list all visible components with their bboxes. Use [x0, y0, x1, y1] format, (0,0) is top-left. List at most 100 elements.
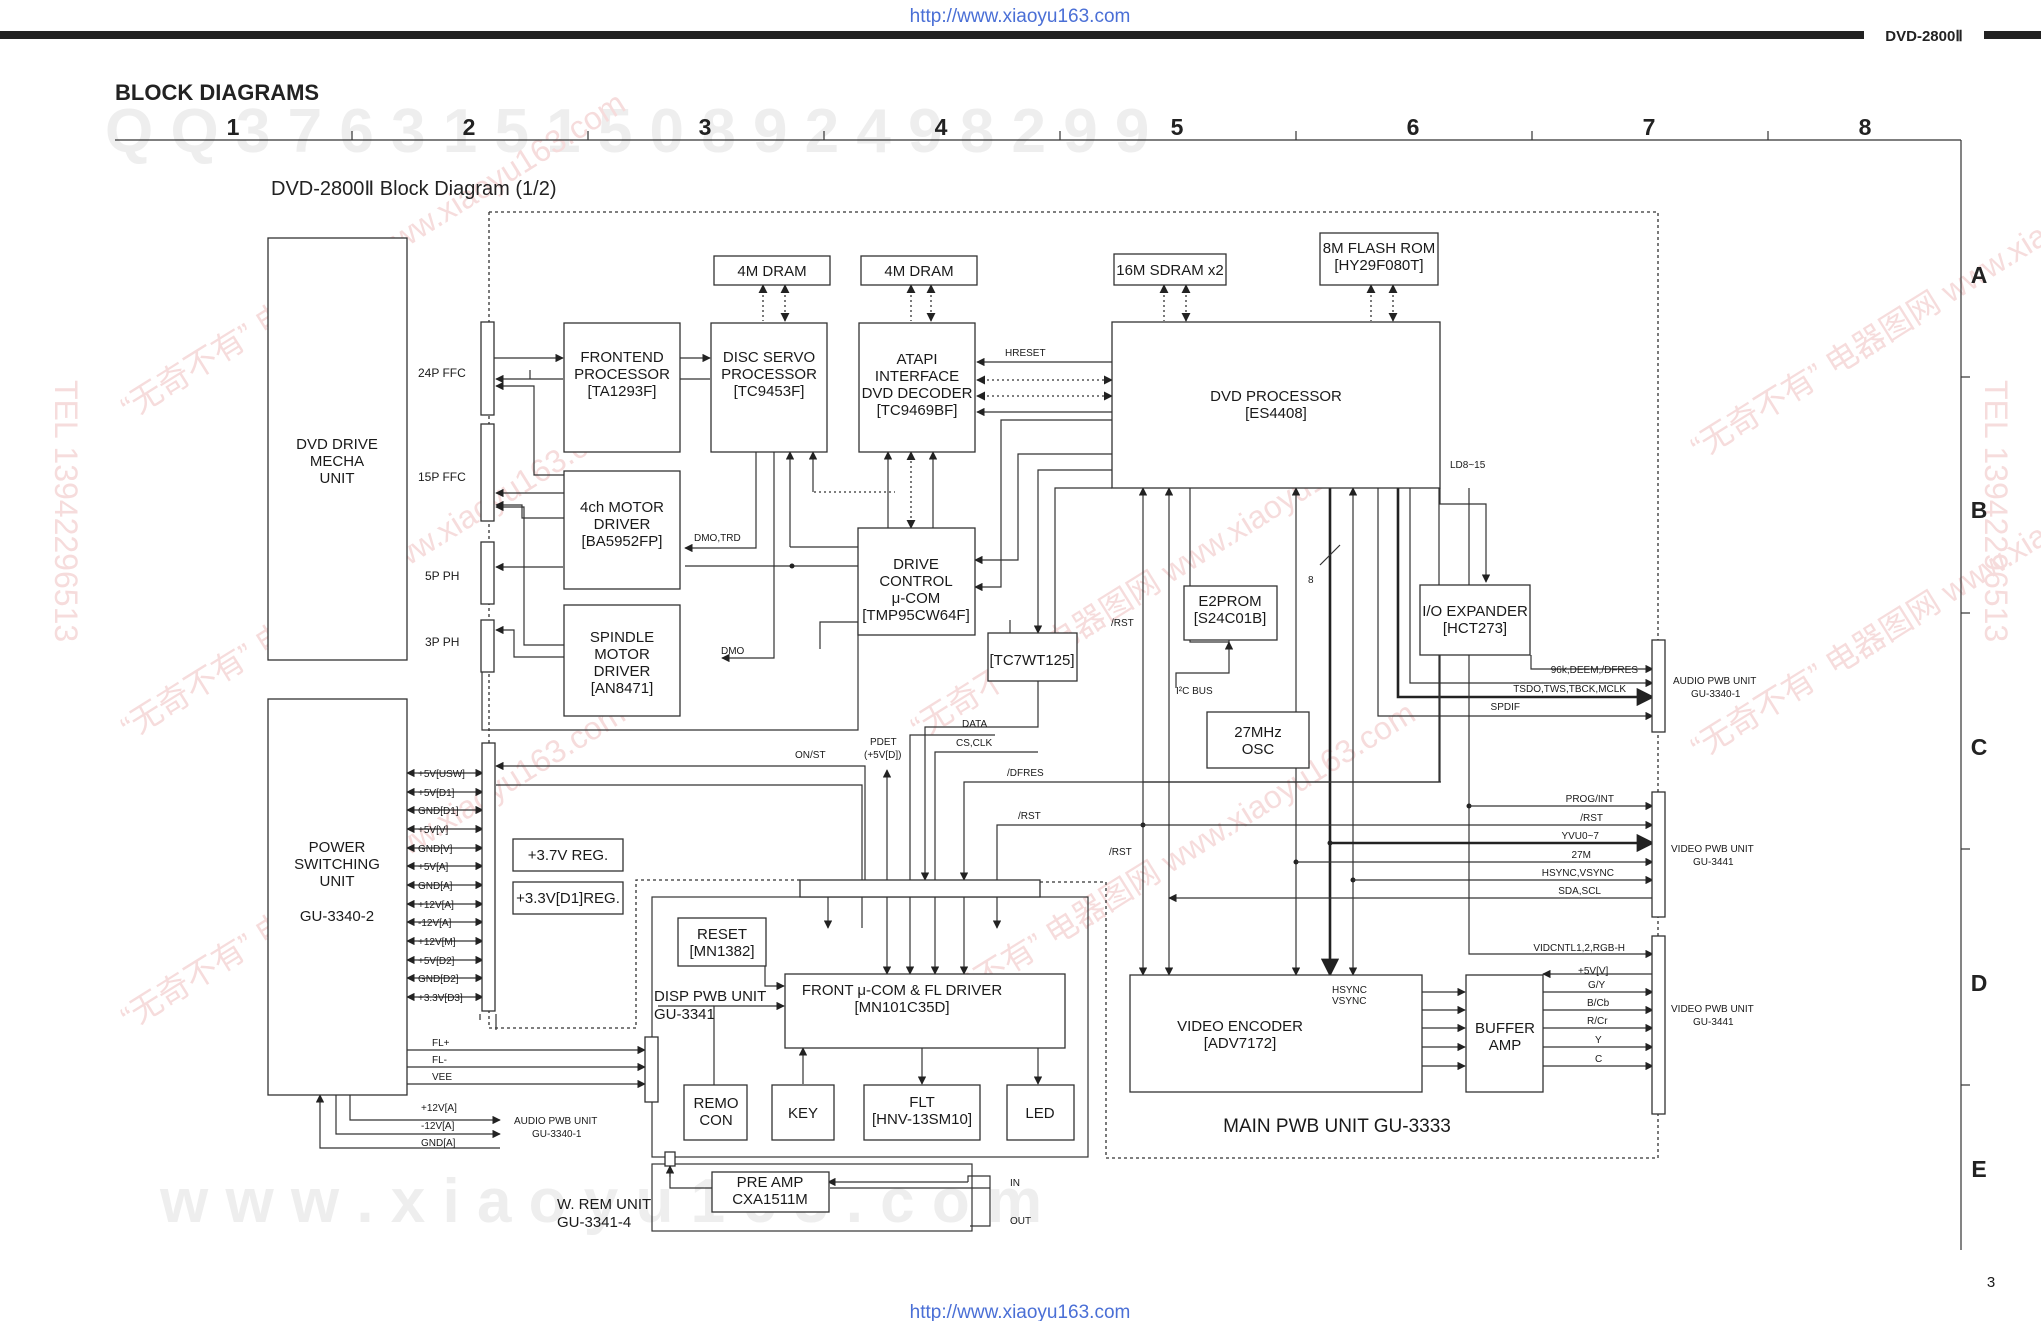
svg-text:16M SDRAM x2: 16M SDRAM x2 — [1116, 262, 1224, 279]
block-key: KEY — [771, 1084, 835, 1141]
svg-text:[TA1293F]: [TA1293F] — [588, 383, 657, 400]
disp-pwb-label-1: DISP PWB UNIT — [654, 988, 766, 1005]
video-pwb-1-label-2: GU-3441 — [1693, 857, 1734, 868]
svg-text:BUFFER: BUFFER — [1475, 1020, 1535, 1037]
svg-text:[HCT273]: [HCT273] — [1443, 620, 1507, 637]
wrem-outline — [651, 1163, 973, 1232]
connector-3p-ph — [480, 619, 495, 673]
block-8m-flash-rom: 8M FLASH ROM [HY29F080T] — [1319, 232, 1439, 286]
video-signal-rst: /RST — [1580, 813, 1603, 824]
grid-row-d: D — [1971, 970, 1988, 996]
rail-5v-a: +5V[A] — [418, 862, 449, 873]
svg-text:4M DRAM: 4M DRAM — [737, 263, 806, 280]
bottom-url: http://www.xiaoyu163.com — [910, 1302, 1131, 1321]
svg-text:FRONT μ-COM & FL DRIVER: FRONT μ-COM & FL DRIVER — [802, 982, 1002, 999]
video-out-y: Y — [1595, 1035, 1602, 1046]
video-signal-sda-scl: SDA,SCL — [1558, 886, 1601, 897]
rail-5v-d2: +5V[D2] — [418, 956, 455, 967]
svg-text:[BA5952FP]: [BA5952FP] — [582, 533, 663, 550]
svg-text:RESET: RESET — [697, 926, 747, 943]
wrem-label-1: W. REM UNIT — [557, 1196, 651, 1213]
signal-dmo-trd: DMO,TRD — [694, 533, 741, 544]
svg-text:AMP: AMP — [1489, 1037, 1522, 1054]
svg-text:FLT: FLT — [909, 1094, 935, 1111]
signal-pdet-5v: (+5V[D]) — [864, 750, 902, 761]
signal-hsync: HSYNC — [1332, 985, 1367, 996]
svg-text:[ADV7172]: [ADV7172] — [1204, 1035, 1277, 1052]
svg-text:[MN101C35D]: [MN101C35D] — [854, 999, 949, 1016]
block-pre-amp: PRE AMP CXA1511M — [711, 1171, 830, 1213]
block-4ch-motor-driver: 4ch MOTOR DRIVER [BA5952FP] — [563, 470, 681, 590]
signal-rst-3: /RST — [1109, 847, 1132, 858]
block-io-expander: I/O EXPANDER [HCT273] — [1419, 584, 1531, 656]
svg-text:CONTROL: CONTROL — [879, 573, 952, 590]
audio-unit-bottom-1: AUDIO PWB UNIT — [514, 1116, 597, 1127]
video-out-bcb: B/Cb — [1587, 998, 1610, 1009]
svg-text:OSC: OSC — [1242, 741, 1275, 758]
video-signal-27m: 27M — [1572, 850, 1591, 861]
label-15p-ffc: 15P FFC — [418, 470, 466, 484]
svg-text:MECHA: MECHA — [310, 453, 364, 470]
svg-text:PROCESSOR: PROCESSOR — [721, 366, 817, 383]
signal-data: DATA — [962, 719, 988, 730]
block-tc7wt125: [TC7WT125] — [987, 632, 1078, 682]
signal-dfres: /DFRES — [1007, 768, 1044, 779]
svg-text:[MN1382]: [MN1382] — [689, 943, 754, 960]
svg-text:CON: CON — [699, 1112, 732, 1129]
svg-text:E2PROM: E2PROM — [1198, 593, 1261, 610]
watermark-url: w w w . x i a o y u 1 6 3 . c o m — [159, 1167, 1042, 1236]
rail-gnd-d2: GND[D2] — [418, 974, 459, 985]
svg-text:SWITCHING: SWITCHING — [294, 856, 380, 873]
svg-text:REMO: REMO — [694, 1095, 739, 1112]
block-power-switching: POWER SWITCHING UNIT GU-3340-2 — [267, 698, 408, 1096]
svg-text:LED: LED — [1025, 1105, 1054, 1122]
signal-in: IN — [1010, 1178, 1020, 1189]
grid-column-3: 3 — [699, 114, 712, 140]
connector-5p-ph — [480, 541, 495, 605]
svg-text:[TC9453F]: [TC9453F] — [734, 383, 805, 400]
block-16m-sdram: 16M SDRAM x2 — [1113, 253, 1227, 286]
connector-power — [481, 742, 496, 1012]
audio-pwb-label-1: AUDIO PWB UNIT — [1673, 676, 1756, 687]
rail-5v-v: +5V[V] — [418, 825, 449, 836]
signal-i2c-bus: I²C BUS — [1176, 686, 1213, 697]
svg-text:PRE AMP: PRE AMP — [737, 1174, 804, 1191]
wrem-label-2: GU-3341-4 — [557, 1214, 631, 1231]
label-5p-ph: 5P PH — [425, 569, 459, 583]
video-signal-hsync-vsync: HSYNC,VSYNC — [1542, 868, 1614, 879]
connector-video-pwb-1 — [1651, 791, 1666, 918]
diagram-title: DVD-2800Ⅱ Block Diagram (1/2) — [271, 178, 557, 200]
block-buffer-amp: BUFFER AMP — [1465, 974, 1544, 1093]
svg-text:DVD DRIVE: DVD DRIVE — [296, 436, 378, 453]
svg-text:27MHz: 27MHz — [1234, 724, 1282, 741]
video-signal-yvu: YVU0~7 — [1561, 831, 1599, 842]
svg-text:μ-COM: μ-COM — [892, 590, 941, 607]
svg-text:POWER: POWER — [309, 839, 366, 856]
rail-5v-usw: +5V[USW] — [418, 769, 465, 780]
block-4m-dram-2: 4M DRAM — [860, 255, 978, 286]
label-24p-ffc: 24P FFC — [418, 366, 466, 380]
svg-text:+3.7V REG.: +3.7V REG. — [528, 847, 608, 864]
svg-text:CXA1511M: CXA1511M — [732, 1191, 808, 1208]
watermark-side-left: TEL 13942296513 — [48, 380, 84, 642]
video-pwb-2-label-1: VIDEO PWB UNIT — [1671, 1004, 1754, 1015]
svg-text:FRONTEND: FRONTEND — [580, 349, 663, 366]
rail-12v-a: +12V[A] — [418, 900, 454, 911]
svg-text:UNIT: UNIT — [320, 470, 355, 487]
svg-text:[TC7WT125]: [TC7WT125] — [989, 652, 1074, 669]
svg-text:8M FLASH ROM: 8M FLASH ROM — [1323, 240, 1436, 257]
video-out-gy: G/Y — [1588, 980, 1606, 991]
grid-column-8: 8 — [1859, 114, 1872, 140]
block-drive-control-ucom: DRIVE CONTROL μ-COM [TMP95CW64F] — [857, 527, 976, 636]
signal-out: OUT — [1010, 1216, 1031, 1227]
svg-text:PROCESSOR: PROCESSOR — [574, 366, 670, 383]
svg-text:DISC SERVO: DISC SERVO — [723, 349, 815, 366]
video-out-c: C — [1595, 1054, 1602, 1065]
video-pwb-2-label-2: GU-3441 — [1693, 1017, 1734, 1028]
block-spindle-motor-driver: SPINDLE MOTOR DRIVER [AN8471] — [563, 604, 681, 717]
svg-text:VIDEO ENCODER: VIDEO ENCODER — [1177, 1018, 1303, 1035]
rail-vee: VEE — [432, 1072, 452, 1083]
svg-text:[HNV-13SM10]: [HNV-13SM10] — [872, 1111, 972, 1128]
grid-column-7: 7 — [1643, 114, 1656, 140]
